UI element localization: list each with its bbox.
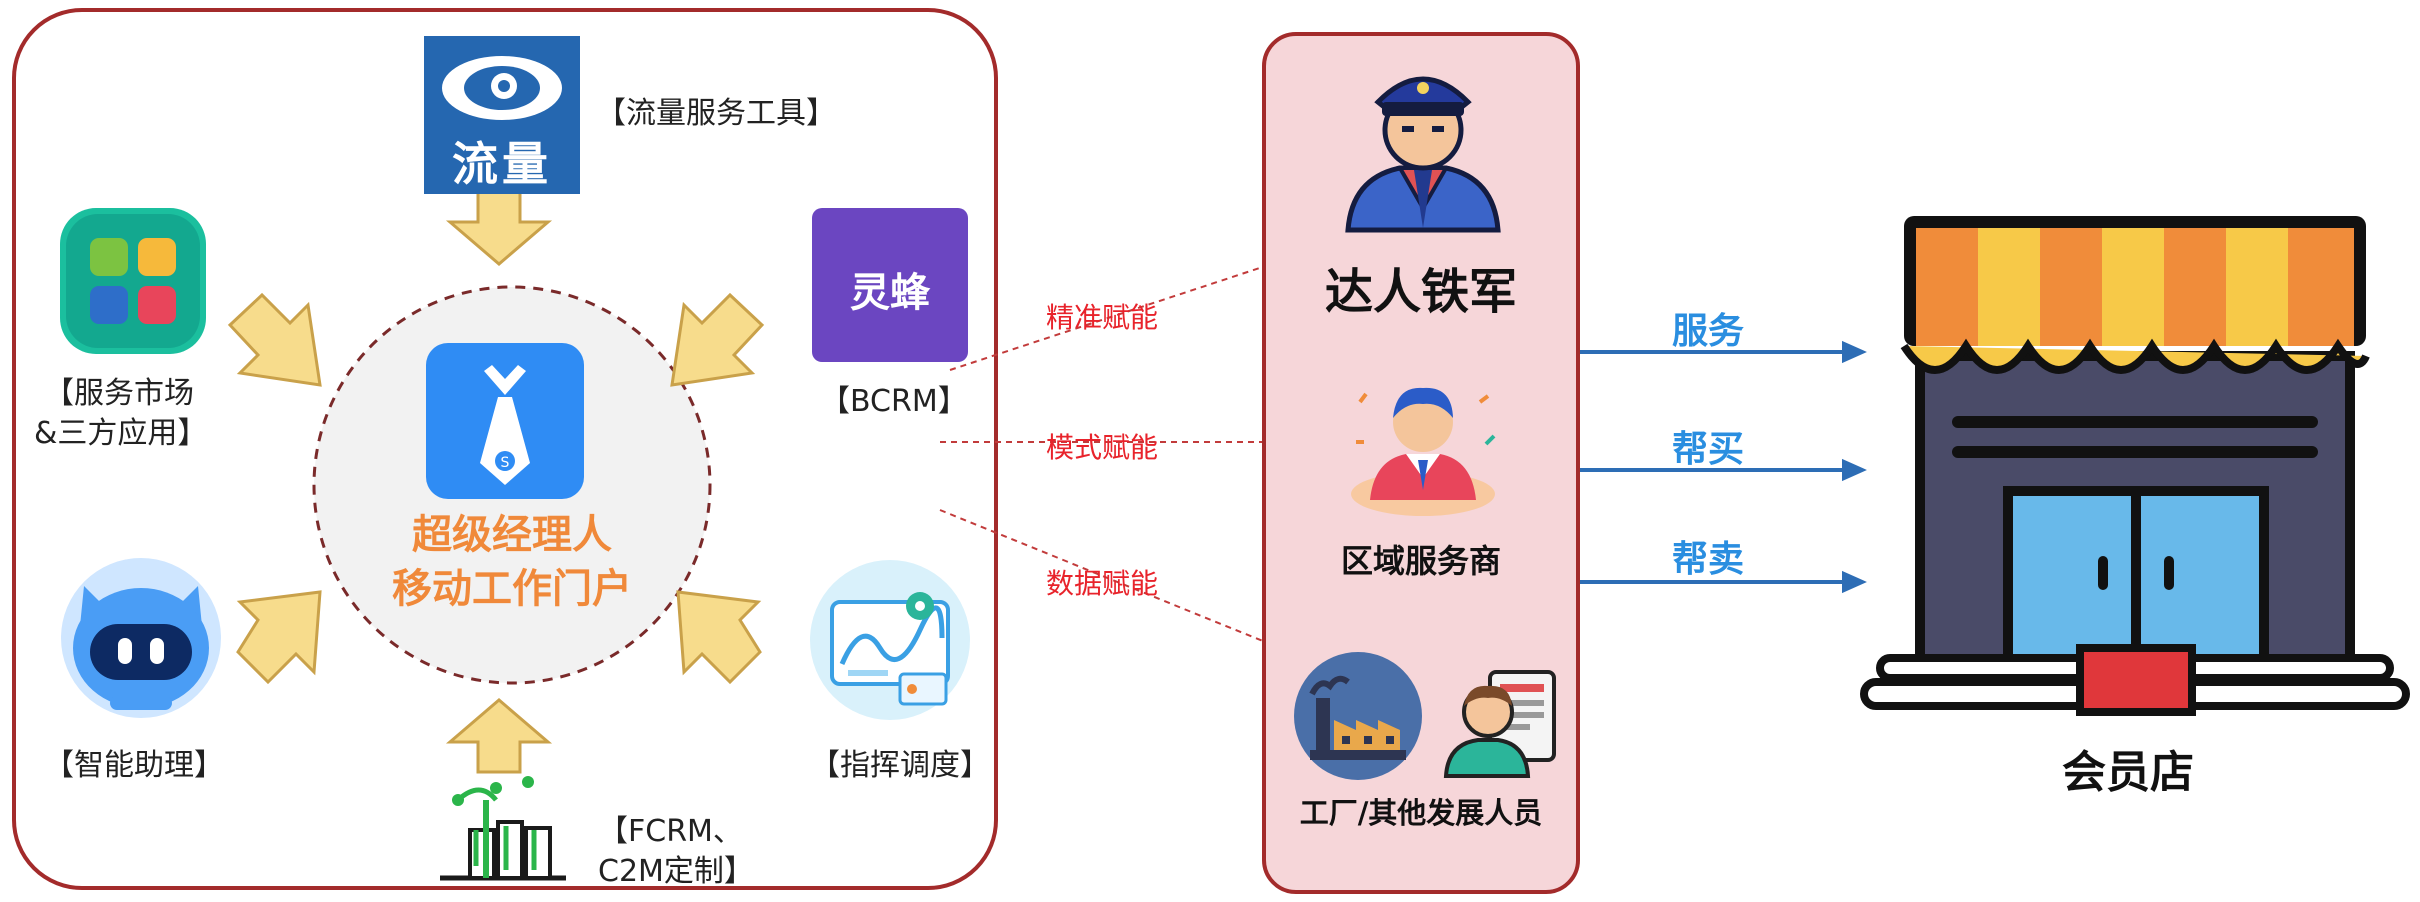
liuliang-label: 【流量服务工具】 <box>596 96 836 131</box>
portal-title-line2: 移动工作门户 <box>392 566 632 612</box>
arrow-from-market <box>227 292 322 387</box>
assistant-label: 【智能助理】 <box>44 748 224 783</box>
arrow-from-command <box>676 590 762 685</box>
connector-label-model: 模式赋能 <box>1046 431 1159 464</box>
arrow-from-fcrm <box>445 698 553 774</box>
market-label-1: 【服务市场 <box>44 376 194 411</box>
liuliang-logo: 流量 <box>424 36 580 194</box>
robot-icon <box>61 558 221 718</box>
market-label-2: &三方应用】 <box>34 416 208 451</box>
store-label: 会员店 <box>2062 747 2194 798</box>
arrow-from-lingfeng <box>670 292 765 387</box>
service-label-buy: 帮买 <box>1672 429 1745 470</box>
portal-title-line1: 超级经理人 <box>412 512 612 558</box>
regional-agent-icon <box>1351 387 1496 516</box>
connector-label-precise: 精准赋能 <box>1046 301 1159 334</box>
factory-icon <box>1294 652 1422 780</box>
plant-chart-icon <box>440 776 566 881</box>
store-icon <box>1860 216 2410 716</box>
dashboard-icon <box>810 560 970 720</box>
command-label: 【指挥调度】 <box>810 748 990 783</box>
liuliang-eye-icon <box>442 56 562 120</box>
lingfeng-logo-text: 灵蜂 <box>850 270 930 316</box>
developer-id-icon <box>1443 670 1556 778</box>
arrow-from-liuliang <box>445 190 553 266</box>
connector-label-data: 数据赋能 <box>1046 567 1159 600</box>
fcrm-label-1: 【FCRM、 <box>598 814 743 849</box>
arrow-from-assistant <box>236 590 322 685</box>
connector-line-precise <box>949 257 1291 371</box>
fcrm-label-2: C2M定制】 <box>598 854 754 889</box>
service-label-serve: 服务 <box>1672 311 1745 352</box>
role-daren: 达人铁军 <box>1324 264 1517 320</box>
portal-tie-icon: S <box>426 343 584 499</box>
app-grid-icon <box>60 208 206 354</box>
role-factory: 工厂/其他发展人员 <box>1299 796 1543 830</box>
service-label-sell: 帮卖 <box>1672 539 1745 580</box>
svg-text:S: S <box>501 455 510 471</box>
lingfeng-label: 【BCRM】 <box>820 384 968 419</box>
role-regional: 区域服务商 <box>1340 542 1501 580</box>
connector-line-data <box>939 509 1291 653</box>
lingfeng-logo: 灵蜂 <box>812 208 968 362</box>
officer-icon <box>1345 76 1501 233</box>
liuliang-logo-text: 流量 <box>452 137 552 191</box>
portal-title: 超级经理人 移动工作门户 <box>362 508 662 616</box>
service-arrows <box>1580 340 1867 594</box>
